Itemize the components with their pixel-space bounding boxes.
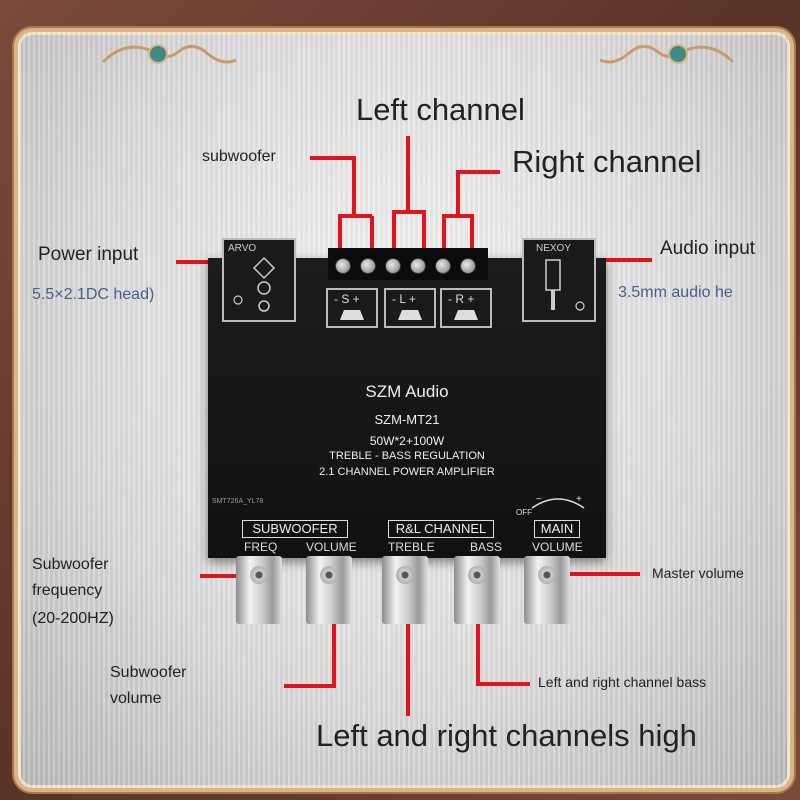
terminal-screw [360, 258, 376, 274]
power-jack-panel: ARVO [222, 238, 296, 322]
knob-label-freq: FREQ [244, 540, 278, 554]
off-label: OFF [516, 508, 532, 517]
label-master-volume: Master volume [652, 565, 744, 581]
label-sub-volume-line1: Subwoofer [110, 664, 187, 681]
terminal-screw [385, 258, 401, 274]
terminal-screw [410, 258, 426, 274]
board-type: 2.1 CHANNEL POWER AMPLIFIER [319, 466, 495, 478]
label-audio-input-spec: 3.5mm audio he [618, 284, 733, 301]
master-volume-knob[interactable] [524, 556, 570, 624]
label-power-input-spec: 5.5×2.1DC head) [32, 286, 155, 303]
amplifier-board: ARVO NEXOY - S + - L + - R + SZM Audio S… [208, 238, 606, 558]
knob-label-bass: BASS [470, 540, 503, 554]
speaker-icon [398, 310, 422, 320]
speaker-icon [454, 310, 478, 320]
subwoofer-volume-knob[interactable] [306, 556, 352, 624]
svg-text:+: + [576, 494, 582, 505]
image-frame [14, 28, 794, 792]
label-sub-volume-line2: volume [110, 690, 162, 707]
board-regulation: TREBLE - BASS REGULATION [329, 450, 485, 462]
terminal-screw [435, 258, 451, 274]
terminal-mark-left: - L + [392, 292, 416, 306]
label-audio-input: Audio input [660, 238, 756, 259]
knob-label-sub-volume: VOLUME [306, 540, 357, 554]
board-serial: SMT726A_YL78 [212, 498, 264, 505]
aux-jack-icon [545, 259, 585, 311]
speaker-output-sub: - S + [326, 288, 378, 328]
board-model: SZM-MT21 [374, 412, 440, 427]
svg-text:−: − [536, 494, 542, 505]
audio-jack-panel: NEXOY [522, 238, 596, 322]
board-power: 50W*2+100W [369, 434, 445, 448]
label-sub-frequency-line2: frequency [32, 582, 103, 599]
label-power-input: Power input [38, 244, 139, 265]
treble-knob[interactable] [382, 556, 428, 624]
label-lr-high: Left and right channels high [316, 718, 697, 753]
board-brand: SZM Audio [365, 382, 449, 401]
label-sub-frequency-line3: (20-200HZ) [32, 610, 114, 627]
bass-knob[interactable] [454, 556, 500, 624]
terminal-mark-sub: - S + [334, 292, 360, 306]
volume-arc-icon: − + [531, 494, 585, 509]
knob-label-treble: TREBLE [388, 540, 435, 554]
speaker-output-right: - R + [440, 288, 492, 328]
audio-jack-label: NEXOY [536, 243, 572, 254]
speaker-icon [340, 310, 364, 320]
ornament-left [101, 44, 237, 64]
group-rl-channel: R&L CHANNEL [388, 520, 494, 538]
terminal-mark-right: - R + [448, 292, 475, 306]
freq-knob[interactable] [236, 556, 282, 624]
label-lr-bass: Left and right channel bass [538, 674, 707, 690]
label-sub-frequency-line1: Subwoofer [32, 556, 109, 573]
dc-jack-icon [233, 256, 276, 312]
label-left-channel: Left channel [356, 92, 525, 127]
ornament-right [599, 44, 735, 64]
power-jack-label: ARVO [228, 243, 257, 254]
speaker-output-left: - L + [384, 288, 436, 328]
label-subwoofer: subwoofer [202, 148, 276, 165]
group-main: MAIN [534, 520, 580, 538]
knob-label-main-volume: VOLUME [532, 540, 583, 554]
terminal-screw [335, 258, 351, 274]
group-subwoofer: SUBWOOFER [242, 520, 348, 538]
terminal-screw [460, 258, 476, 274]
label-right-channel: Right channel [512, 144, 702, 179]
subwoofer-line [310, 156, 356, 258]
